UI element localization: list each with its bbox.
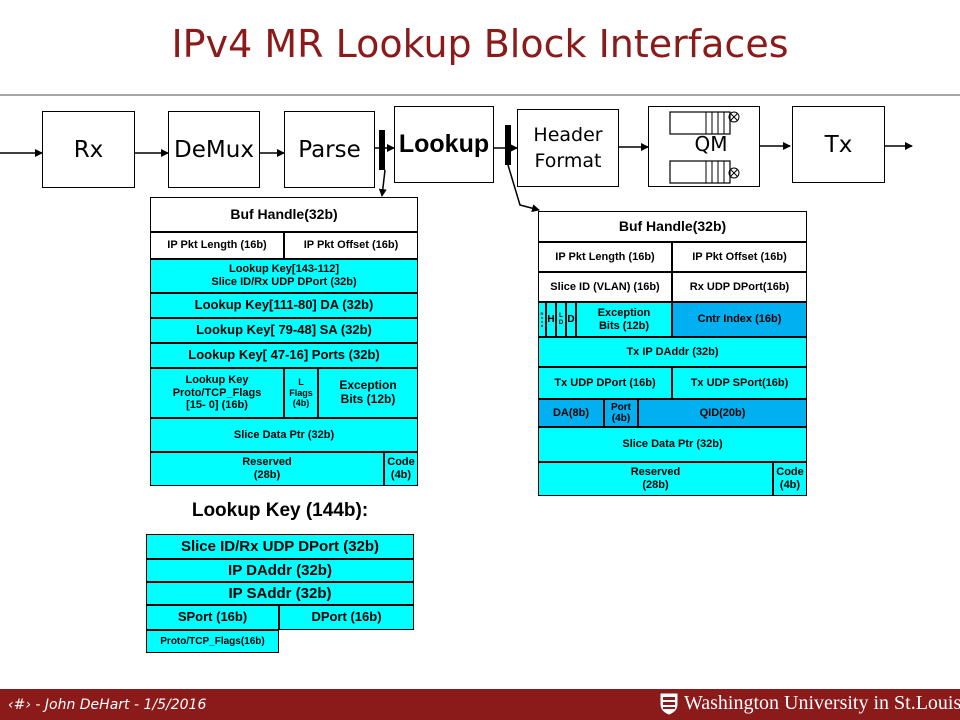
in-l-flags-line2: Flags bbox=[289, 387, 313, 398]
out-code-line1: Code bbox=[776, 466, 804, 479]
out-rsvd-d: d bbox=[540, 322, 544, 328]
parse-block: Parse bbox=[284, 111, 375, 188]
out-rx-udp-dport: Rx UDP DPort(16b) bbox=[672, 272, 807, 302]
qm-queues-icon bbox=[669, 111, 740, 184]
out-port-line2: (4b) bbox=[611, 413, 631, 424]
university-logo: Washington University in St.Louis bbox=[660, 692, 960, 715]
out-slice-data-ptr: Slice Data Ptr (32b) bbox=[538, 427, 807, 462]
out-tx-ip-daddr: Tx IP DAddr (32b) bbox=[538, 337, 807, 367]
in-key-143-112-line2: Slice ID/Rx UDP DPort (32b) bbox=[211, 276, 357, 288]
out-cntr-index: Cntr Index (16b) bbox=[672, 302, 807, 337]
out-tx-udp-sport: Tx UDP SPort(16b) bbox=[672, 367, 807, 399]
arrow-to-input-record bbox=[378, 169, 387, 197]
out-l-flag-line1: L bbox=[559, 312, 563, 319]
out-rsvd-s: s bbox=[540, 314, 544, 320]
out-d-flag: D bbox=[566, 302, 576, 337]
in-buf-handle: Buf Handle(32b) bbox=[150, 197, 418, 232]
in-lookup-key-111-80: Lookup Key[111-80] DA (32b) bbox=[150, 293, 418, 318]
out-l-flag: L D bbox=[556, 302, 566, 337]
in-code-line1: Code bbox=[387, 456, 415, 469]
out-port-line1: Port bbox=[611, 401, 631, 413]
in-reserved-line1: Reserved bbox=[242, 456, 292, 469]
interface-bar-left bbox=[379, 130, 385, 170]
in-exception-line1: Exception bbox=[339, 378, 397, 393]
in-key-143-112-line1: Lookup Key[143-112] bbox=[228, 263, 340, 276]
out-rsvd-v: v bbox=[540, 318, 544, 324]
out-buf-handle: Buf Handle(32b) bbox=[538, 211, 807, 242]
page-title: IPv4 MR Lookup Block Interfaces bbox=[171, 22, 789, 66]
out-ip-pkt-length: IP Pkt Length (16b) bbox=[538, 242, 672, 272]
header-format-block: Header Format bbox=[517, 109, 619, 187]
shield-icon bbox=[660, 693, 678, 715]
demux-block: DeMux bbox=[168, 111, 260, 188]
out-l-flag-line2: D bbox=[558, 319, 564, 326]
lk-dport: DPort (16b) bbox=[279, 605, 414, 630]
out-reserved-line2: (28b) bbox=[642, 479, 669, 491]
rx-block: Rx bbox=[42, 111, 135, 188]
qm-label: QM bbox=[694, 132, 728, 156]
out-exception-bits: Exception Bits (12b) bbox=[576, 302, 672, 337]
title-divider bbox=[0, 94, 960, 96]
out-h-flag: H bbox=[546, 302, 556, 337]
in-lookup-key-proto: Lookup Key Proto/TCP_Flags [15- 0] (16b) bbox=[150, 368, 284, 418]
out-exception-line1: Exception bbox=[597, 306, 651, 319]
in-lookup-key-79-48: Lookup Key[ 79-48] SA (32b) bbox=[150, 318, 418, 343]
out-exception-line2: Bits (12b) bbox=[598, 319, 650, 332]
lk-proto: Proto/TCP_Flags(16b) bbox=[146, 630, 279, 653]
logo-text: Washington University in St.Louis bbox=[684, 692, 960, 714]
in-code: Code (4b) bbox=[384, 452, 418, 486]
out-qid: QID(20b) bbox=[638, 399, 807, 427]
lookup-key-heading: Lookup Key (144b): bbox=[191, 500, 369, 521]
interface-bar-right bbox=[505, 125, 511, 165]
lk-ip-daddr: IP DAddr (32b) bbox=[146, 559, 414, 582]
out-ip-pkt-offset: IP Pkt Offset (16b) bbox=[672, 242, 807, 272]
in-lookup-key-47-16: Lookup Key[ 47-16] Ports (32b) bbox=[150, 343, 418, 368]
in-ip-pkt-offset: IP Pkt Offset (16b) bbox=[284, 232, 418, 259]
out-code-line2: (4b) bbox=[779, 479, 801, 491]
out-rsvd-r: R bbox=[540, 310, 544, 316]
footer-text: ‹#› - John DeHart - 1/5/2016 bbox=[8, 697, 207, 713]
in-key-proto-line2: Proto/TCP_Flags bbox=[172, 386, 262, 399]
out-reserved-line1: Reserved bbox=[630, 466, 681, 479]
in-slice-data-ptr: Slice Data Ptr (32b) bbox=[150, 418, 418, 452]
out-rsvd-bits: R s v d bbox=[538, 302, 546, 337]
out-code: Code (4b) bbox=[773, 462, 807, 496]
out-da: DA(8b) bbox=[538, 399, 604, 427]
lookup-block: Lookup bbox=[394, 106, 494, 183]
out-tx-udp-dport: Tx UDP DPort (16b) bbox=[538, 367, 672, 399]
qm-block bbox=[648, 106, 760, 187]
in-l-flags-line3: (4b) bbox=[292, 398, 310, 409]
arrow-to-output-record bbox=[507, 164, 540, 213]
lk-slice-id: Slice ID/Rx UDP DPort (32b) bbox=[146, 534, 414, 559]
out-slice-id-vlan: Slice ID (VLAN) (16b) bbox=[538, 272, 672, 302]
tx-block: Tx bbox=[792, 106, 885, 183]
header-format-line1: Header bbox=[533, 124, 603, 146]
in-ip-pkt-length: IP Pkt Length (16b) bbox=[150, 232, 284, 259]
header-format-line2: Format bbox=[534, 150, 602, 172]
in-exception-bits: Exception Bits (12b) bbox=[318, 368, 418, 418]
out-port: Port (4b) bbox=[604, 399, 638, 427]
in-exception-line2: Bits (12b) bbox=[340, 392, 396, 406]
lk-sport: SPort (16b) bbox=[146, 605, 279, 630]
in-key-proto-line1: Lookup Key bbox=[185, 374, 249, 387]
in-l-flags: L Flags (4b) bbox=[284, 368, 318, 418]
footer-bar: ‹#› - John DeHart - 1/5/2016 bbox=[0, 689, 960, 720]
in-code-line2: (4b) bbox=[390, 469, 412, 481]
lk-ip-saddr: IP SAddr (32b) bbox=[146, 582, 414, 605]
in-lookup-key-143-112: Lookup Key[143-112] Slice ID/Rx UDP DPor… bbox=[150, 259, 418, 293]
in-l-flags-line1: L bbox=[298, 377, 304, 388]
out-reserved: Reserved (28b) bbox=[538, 462, 773, 496]
in-reserved: Reserved (28b) bbox=[150, 452, 384, 486]
in-reserved-line2: (28b) bbox=[253, 469, 281, 481]
in-key-proto-line3: [15- 0] (16b) bbox=[186, 399, 248, 412]
